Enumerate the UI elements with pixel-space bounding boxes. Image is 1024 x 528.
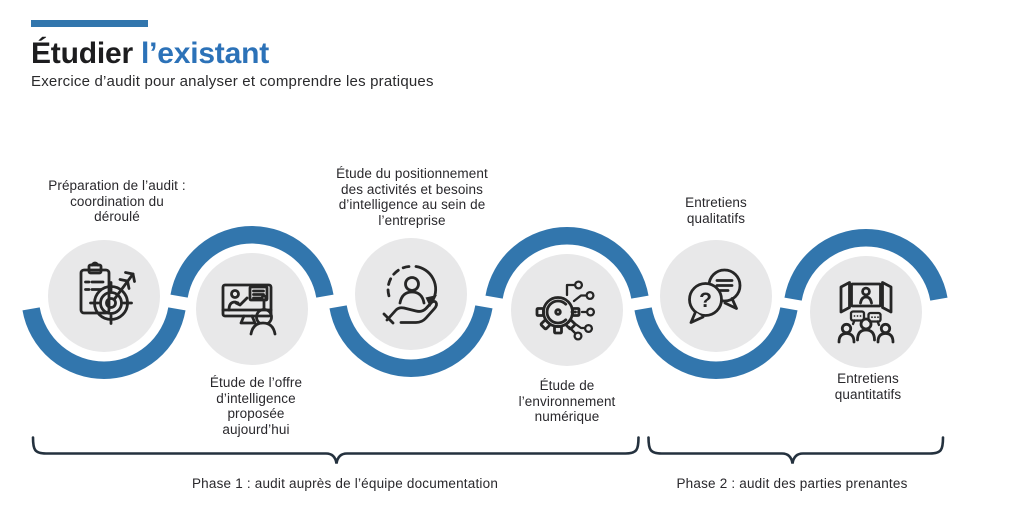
step-circle-6	[810, 256, 922, 368]
wave-arc-2	[170, 226, 334, 298]
wave-arc-1	[22, 307, 186, 379]
page-subtitle: Exercice d’audit pour analyser et compre…	[31, 73, 434, 90]
phase-2-bracket	[647, 436, 945, 464]
phase-1-label: Phase 1 : audit auprès de l’équipe docum…	[191, 476, 499, 491]
phase-1-bracket	[31, 436, 640, 464]
wave-arc-3	[329, 305, 493, 377]
phase-brackets	[31, 436, 945, 464]
step-label-6: Entretiens quantitatifs	[834, 371, 902, 402]
wave-arc-6	[784, 229, 948, 301]
chat-question-icon: ?	[688, 268, 742, 324]
clipboard-target-icon	[79, 261, 136, 325]
step-circle-3	[355, 238, 467, 350]
step-label-3: Étude du positionnement des activités et…	[336, 166, 488, 228]
title-main: Étudier	[31, 37, 133, 70]
presentation-screen-icon	[221, 283, 277, 336]
svg-text:?: ?	[699, 289, 712, 312]
step-label-5: Entretiens qualitatifs	[685, 195, 747, 226]
step-label-4: Étude de l’environnement numérique	[518, 378, 616, 424]
gear-circuit-icon	[535, 280, 596, 341]
step-label-1: Préparation de l’audit : coordination du…	[48, 178, 186, 224]
title-accent: l’existant	[140, 37, 270, 70]
wave-arc-4	[485, 227, 649, 299]
video-conference-icon	[837, 281, 895, 344]
phase-2-label: Phase 2 : audit des parties prenantes	[676, 476, 908, 491]
step-label-2: Étude de l’offre d’intelligence proposée…	[209, 375, 303, 437]
wave-ribbon	[22, 226, 948, 379]
step-circles	[48, 238, 922, 368]
step-circle-4	[511, 254, 623, 366]
person-loop-hand-icon	[382, 265, 438, 325]
wave-arc-5	[634, 307, 798, 379]
accent-bar	[31, 20, 148, 27]
